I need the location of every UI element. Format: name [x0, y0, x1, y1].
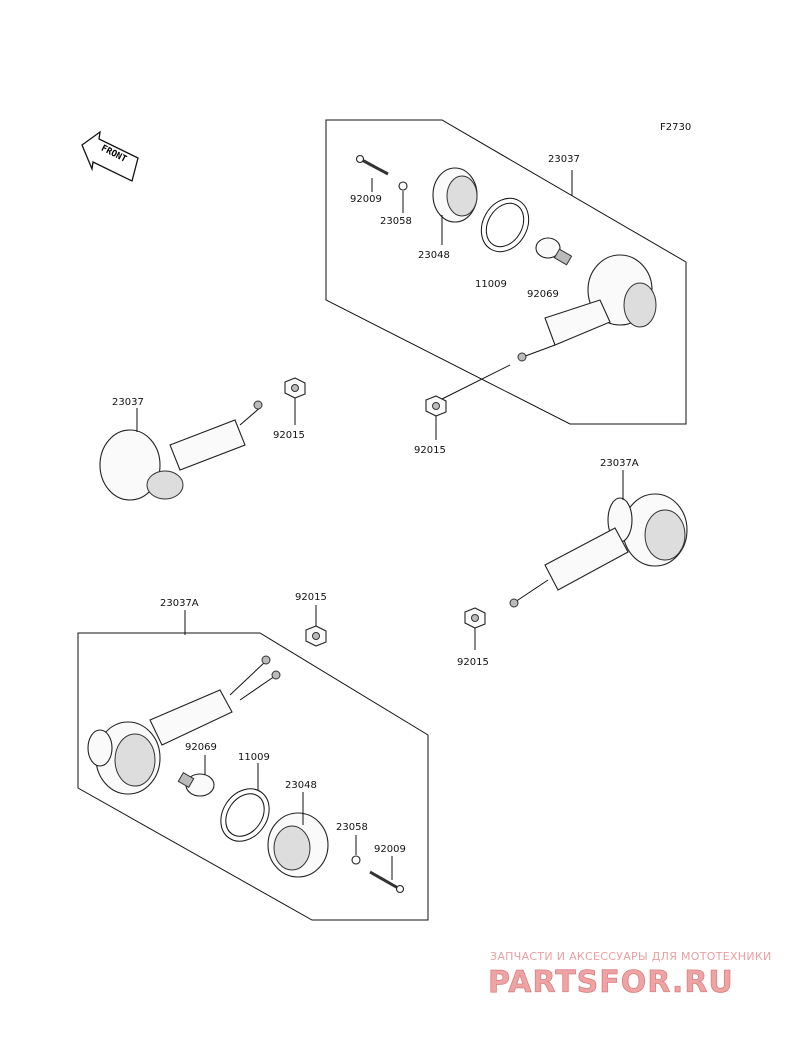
- watermark-tagline: ЗАПЧАСТИ И АКСЕССУАРЫ ДЛЯ МОТОТЕХНИКИ: [490, 950, 772, 963]
- callout-a-92015: 92015: [414, 445, 446, 456]
- callout-c-92015: 92015: [457, 657, 489, 668]
- watermark-logo-text: PARTSFOR.RU: [488, 965, 734, 1000]
- callout-d-92069: 92069: [185, 742, 217, 753]
- callout-a-23058: 23058: [380, 216, 412, 227]
- assembly-a-frame: [325, 119, 687, 425]
- callout-a-23037: 23037: [548, 154, 580, 165]
- assembly-c-parts: [464, 470, 688, 650]
- figure-code: F2730: [660, 122, 691, 133]
- callout-b-92015: 92015: [273, 430, 305, 441]
- callout-d-23058: 23058: [336, 822, 368, 833]
- assembly-a-parts: [355, 154, 657, 440]
- callout-a-23048: 23048: [418, 250, 450, 261]
- callout-d-92015: 92015: [295, 592, 327, 603]
- callout-b-23037: 23037: [112, 397, 144, 408]
- assembly-d-frame: [77, 610, 429, 921]
- callout-d-92009: 92009: [374, 844, 406, 855]
- callout-c-23037A: 23037A: [600, 458, 639, 469]
- callout-a-92069: 92069: [527, 289, 559, 300]
- callout-d-23037A: 23037A: [160, 598, 199, 609]
- assembly-d-parts: [87, 605, 405, 894]
- callout-a-92009: 92009: [350, 194, 382, 205]
- callout-d-11009: 11009: [238, 752, 270, 763]
- front-direction-arrow: FRONT: [81, 130, 139, 182]
- callout-d-23048: 23048: [285, 780, 317, 791]
- callout-a-11009: 11009: [475, 279, 507, 290]
- watermark-logo: PARTSFOR.RU: [488, 965, 734, 1001]
- assembly-b-parts: [99, 377, 306, 501]
